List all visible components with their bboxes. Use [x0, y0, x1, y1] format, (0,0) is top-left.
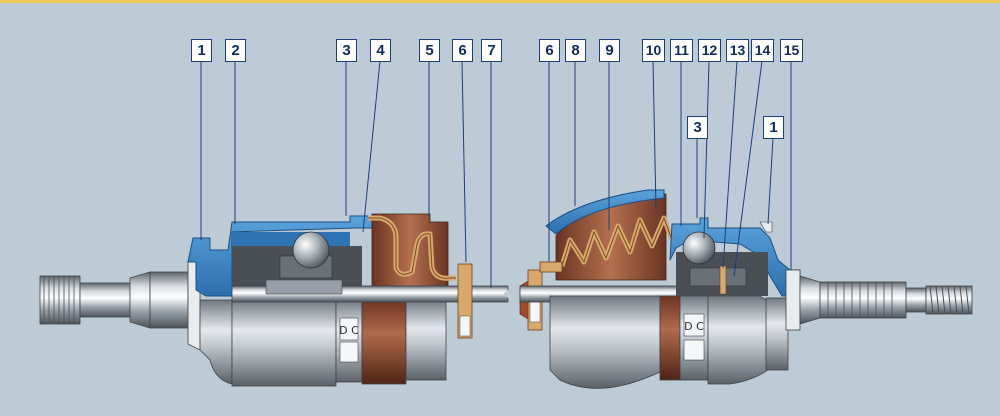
svg-text:D C: D C — [339, 324, 359, 337]
left-shaft — [231, 263, 521, 339]
callout-6-left-small-clamp: 6 — [452, 39, 473, 62]
callout-15: 15 — [780, 39, 803, 62]
callout-5-left-boot: 5 — [419, 39, 440, 62]
callout-3-right-boot-clamp: 3 — [687, 116, 708, 139]
callout-4-retaining-ring: 4 — [370, 39, 391, 62]
right-ball — [682, 231, 716, 265]
left-outer-race-body: D C — [187, 255, 447, 387]
callout-6-right-small-clamp: 6 — [539, 39, 560, 62]
callout-1-left-clamp: 1 — [191, 39, 212, 62]
callout-12: 12 — [698, 39, 721, 62]
callout-3-left-boot-clamp: 3 — [336, 39, 357, 62]
callout-8-protective-cover: 8 — [565, 39, 586, 62]
right-circlip — [719, 265, 727, 295]
leader-lines — [200, 60, 792, 288]
left-boot — [368, 213, 456, 293]
callout-2-housing: 2 — [225, 39, 246, 62]
callout-14: 14 — [751, 39, 774, 62]
callout-7-intermediate-shaft: 7 — [481, 39, 502, 62]
callout-13: 13 — [726, 39, 749, 62]
callout-10: 10 — [642, 39, 665, 62]
callout-9-right-boot: 9 — [599, 39, 620, 62]
right-cage — [689, 267, 747, 287]
right-outer-race-body: D C — [549, 295, 789, 389]
right-boot — [539, 189, 675, 281]
left-splined-stub — [39, 271, 189, 329]
right-splined-stub — [785, 269, 973, 331]
left-ball — [292, 231, 330, 269]
svg-text:D C: D C — [684, 320, 704, 333]
callout-1-right-clamp: 1 — [763, 116, 784, 139]
callout-11: 11 — [670, 39, 693, 62]
